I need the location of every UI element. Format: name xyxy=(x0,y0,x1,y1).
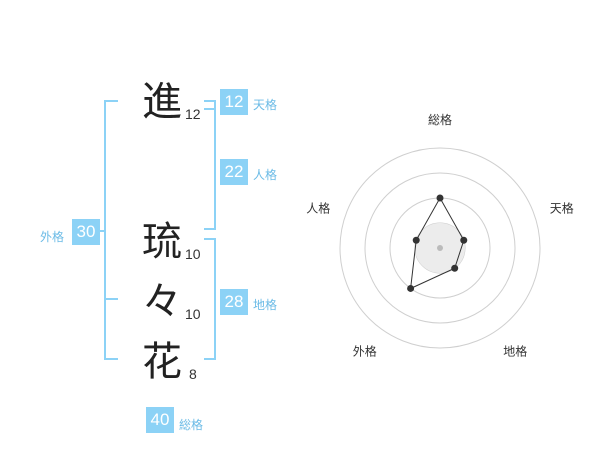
gaikaku-value-badge: 30 xyxy=(72,219,100,245)
chikaku-bracket-bottom xyxy=(204,358,216,360)
radar-data-point-2 xyxy=(460,236,468,244)
stroke-count-1: 12 xyxy=(185,106,201,122)
soukaku-label: 総格 xyxy=(179,418,204,432)
tenkaku-bracket-top xyxy=(204,100,216,102)
tenkaku-label: 天格 xyxy=(253,98,278,112)
tenkaku-bracket-vertical xyxy=(214,100,216,110)
radar-ring-3 xyxy=(364,172,516,324)
radar-axis-label-4: 外格 xyxy=(353,344,377,359)
name-char-2: 琉 xyxy=(142,219,182,265)
chikaku-bracket-vertical xyxy=(214,238,216,360)
name-char-4: 花 xyxy=(142,339,182,385)
jinkaku-value-badge: 22 xyxy=(220,159,248,185)
radar-ring-4 xyxy=(339,147,541,349)
gaikaku-bracket-vertical xyxy=(104,100,106,360)
stroke-count-2: 10 xyxy=(185,246,201,262)
name-char-1: 進 xyxy=(142,79,182,125)
jinkaku-label: 人格 xyxy=(253,168,278,182)
radar-data-polygon xyxy=(410,196,465,290)
jinkaku-bracket-vertical xyxy=(214,108,216,230)
radar-axis-label-2: 天格 xyxy=(550,200,574,215)
radar-data-point-1 xyxy=(436,194,444,202)
radar-axis-label-3: 地格 xyxy=(503,344,527,359)
jinkaku-bracket-top xyxy=(204,108,216,110)
chikaku-value-badge: 28 xyxy=(220,289,248,315)
stroke-count-4: 8 xyxy=(189,366,197,382)
gaikaku-label: 外格 xyxy=(40,230,65,244)
gaikaku-bracket-top xyxy=(104,100,118,102)
radar-axis-label-5: 人格 xyxy=(306,200,330,215)
radar-data-point-5 xyxy=(412,236,420,244)
chikaku-bracket-top xyxy=(204,238,216,240)
radar-data-point-3 xyxy=(451,264,459,272)
name-char-3: 々 xyxy=(142,279,182,325)
radar-data-point-4 xyxy=(407,284,415,292)
stroke-count-3: 10 xyxy=(185,306,201,322)
soukaku-value-badge: 40 xyxy=(146,407,174,433)
chikaku-label: 地格 xyxy=(253,298,278,312)
gaikaku-connector xyxy=(100,230,105,232)
tenkaku-value-badge: 12 xyxy=(220,89,248,115)
gaikaku-bracket-mid xyxy=(104,298,118,300)
radar-axis-label-1: 総格 xyxy=(428,112,452,127)
radar-center-point xyxy=(437,245,443,251)
gaikaku-bracket-bottom xyxy=(104,358,118,360)
jinkaku-bracket-bottom xyxy=(204,228,216,230)
